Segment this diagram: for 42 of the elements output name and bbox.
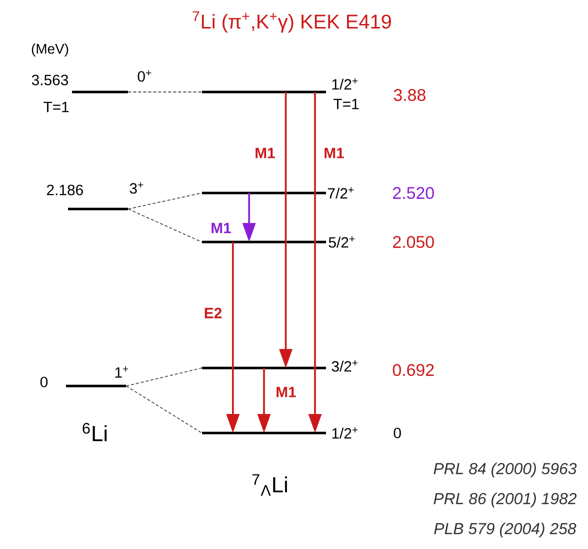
energy-level-bar — [202, 240, 326, 244]
edge-label: E2 — [202, 306, 224, 320]
energy-value: 0 — [40, 376, 48, 388]
reference: PRL 84 (2000) 5963 — [434, 462, 577, 478]
energy-level-bar — [202, 432, 326, 434]
nucleus-label: 7$_{Λ}$Li — [252, 474, 287, 496]
unit-label: (MeV) — [32, 44, 68, 56]
reference: PLB 579 (2004) 258 — [434, 522, 576, 538]
energy-value: 0.692 — [392, 364, 434, 376]
energy-level-bar — [72, 90, 128, 94]
level-label: 3/2$^{+}$ — [332, 360, 358, 372]
energy-level-bar — [202, 366, 326, 370]
energy-value: 0 — [394, 428, 401, 438]
level-label: 0$^{+}$ — [138, 70, 152, 82]
nucleus-label: $^{6}$Li — [82, 422, 107, 442]
dashed-line — [126, 368, 202, 386]
energy-level-bar — [202, 90, 326, 94]
energy-value: 3.88 — [394, 89, 426, 101]
level-label: T=1 — [334, 98, 359, 110]
level-label: 1$^{+}$ — [115, 366, 128, 378]
energy-level-bar — [66, 384, 126, 388]
level-label: 5/2$^{+}$ — [328, 236, 355, 248]
energy-level-bar — [202, 192, 326, 194]
level-label: 1/2$^{+}$ — [332, 78, 358, 90]
energy-value: 2.050 — [393, 236, 434, 248]
level-label: 1/2$^{+}$ — [332, 427, 358, 439]
title: $^{7}$Li (π$^{+}$,K$^{+}$γ) KEK E419 — [192, 11, 391, 33]
level-label: 7/2$^{+}$ — [328, 187, 354, 199]
edge-label: M1 — [322, 146, 346, 160]
level-label: T=1 — [44, 102, 69, 112]
edge-label: M1 — [274, 386, 298, 398]
level-label: 3$^{+}$ — [130, 182, 144, 194]
energy-value: 3.563 — [32, 74, 68, 86]
dashed-line — [128, 208, 202, 242]
energy-value: 2.186 — [46, 184, 83, 196]
energy-level-bar — [68, 208, 128, 210]
energy-value: 2.520 — [393, 187, 434, 199]
dashed-line — [128, 192, 202, 210]
edge-label: M1 — [210, 222, 232, 234]
reference: PRL 86 (2001) 1982 — [434, 492, 576, 508]
edge-label: M1 — [254, 146, 276, 160]
dashed-line — [126, 386, 202, 434]
